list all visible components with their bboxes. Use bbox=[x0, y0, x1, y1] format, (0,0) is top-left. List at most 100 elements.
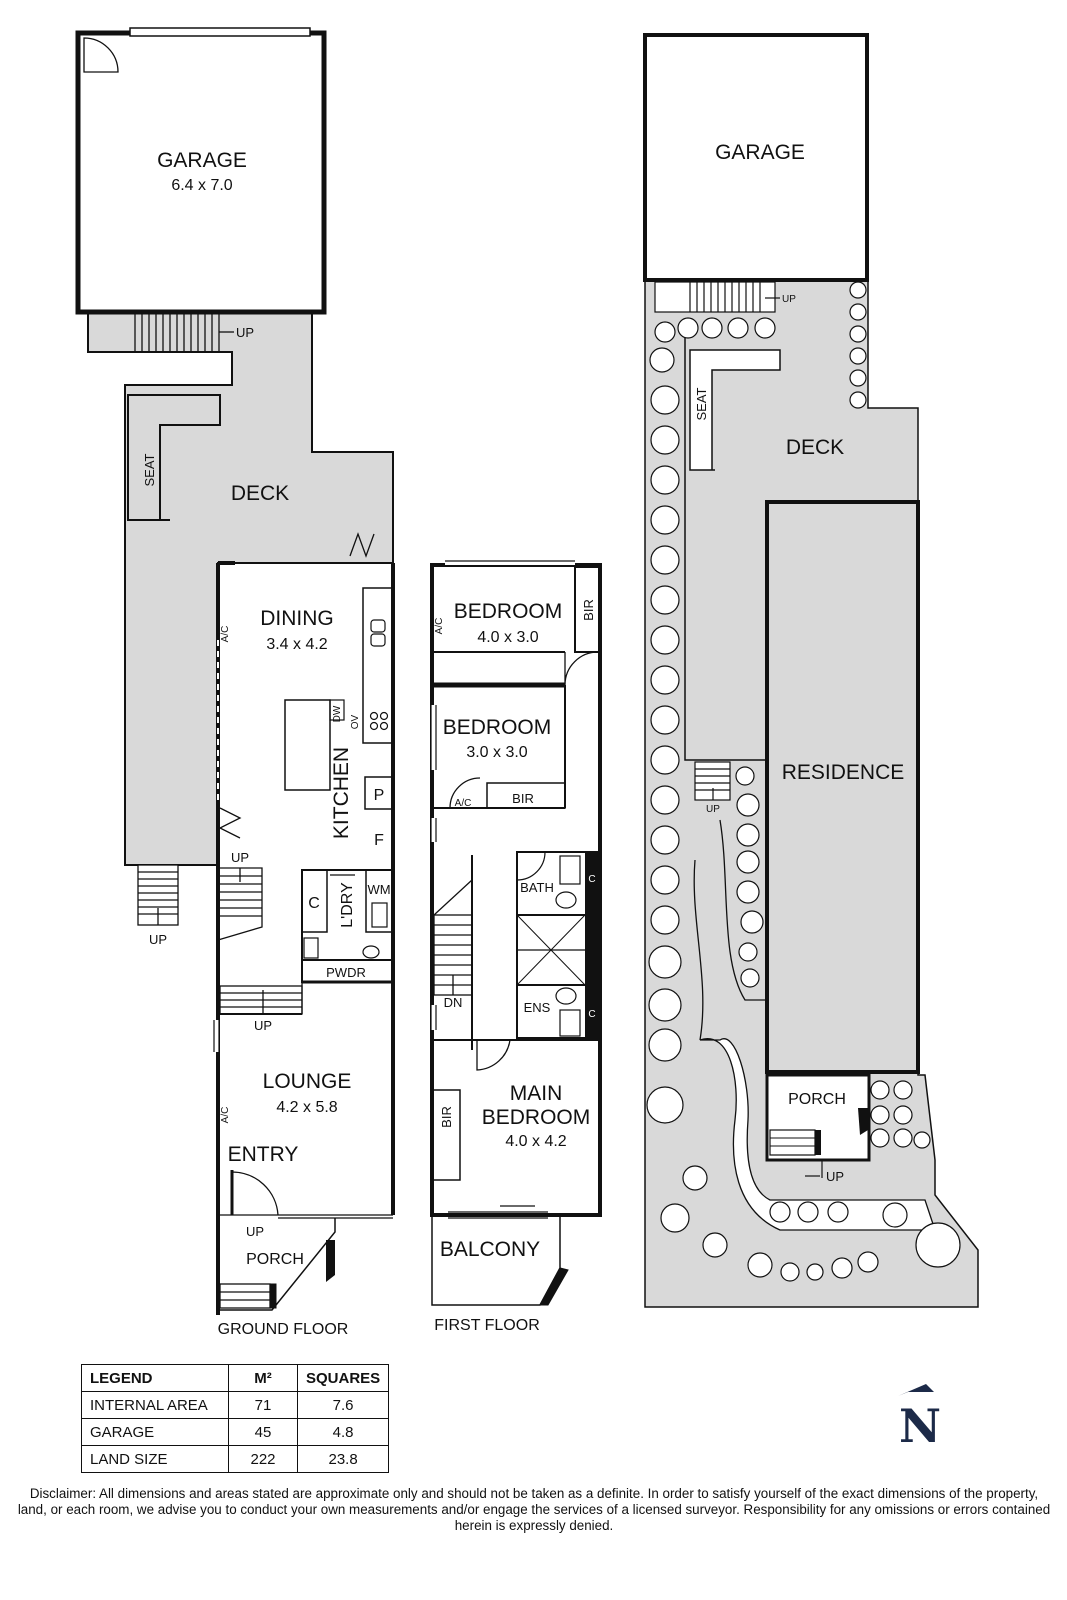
floor-plan-drawing: GARAGE 6.4 x 7.0 UP SEAT DECK DINING 3.4… bbox=[75, 27, 979, 1338]
pantry bbox=[364, 776, 394, 810]
deck-stairs-left bbox=[137, 864, 179, 926]
fridge-label: F bbox=[374, 832, 384, 849]
site-up-garage-label: UP bbox=[782, 294, 796, 305]
lounge-dims: 4.2 x 5.8 bbox=[276, 1099, 337, 1116]
site-up-stairs-label: UP bbox=[706, 804, 720, 815]
ground-up-stairs-label: UP bbox=[231, 850, 249, 865]
site-residence-label: RESIDENCE bbox=[782, 761, 905, 784]
site-path bbox=[699, 1038, 936, 1231]
site-garage-label: GARAGE bbox=[715, 141, 805, 164]
bedroom1-dims: 4.0 x 3.0 bbox=[477, 629, 538, 646]
ground-porch-label: PORCH bbox=[246, 1251, 304, 1268]
dining-dims: 3.4 x 4.2 bbox=[266, 636, 327, 653]
first-floor-stairs bbox=[433, 855, 473, 1050]
legend-squares: 7.6 bbox=[296, 1391, 390, 1419]
legend-m2: 222 bbox=[228, 1445, 298, 1473]
site-seat-label: SEAT bbox=[694, 387, 709, 420]
legend-row: GARAGE 45 4.8 bbox=[81, 1418, 390, 1446]
laundry-label: L'DRY bbox=[339, 882, 356, 928]
legend-m2: 45 bbox=[228, 1418, 298, 1446]
pantry-label: P bbox=[374, 787, 385, 804]
site-plan bbox=[643, 33, 979, 1308]
site-porch-label: PORCH bbox=[788, 1091, 846, 1108]
first-ac-bedroom2: A/C bbox=[455, 798, 472, 809]
ground-seat bbox=[127, 394, 221, 521]
lounge-up-label: UP bbox=[254, 1018, 272, 1033]
legend-header-squares: SQUARES bbox=[296, 1364, 390, 1392]
first-dn-label: DN bbox=[444, 995, 463, 1010]
bedroom2-bir: BIR bbox=[512, 791, 534, 806]
ground-floor-caption: GROUND FLOOR bbox=[218, 1321, 349, 1338]
dining-bifold-door bbox=[218, 807, 242, 839]
legend-header-legend: LEGEND bbox=[81, 1364, 229, 1392]
entry-label: ENTRY bbox=[228, 1143, 299, 1166]
entry-porch bbox=[218, 1170, 393, 1311]
north-arrow-icon: N bbox=[898, 1384, 941, 1453]
wm-label: WM bbox=[367, 882, 390, 897]
ground-house-walls bbox=[216, 561, 395, 1315]
site-residence bbox=[765, 500, 920, 1074]
site-deck-label: DECK bbox=[786, 436, 844, 459]
bedroom2-dims: 3.0 x 3.0 bbox=[466, 744, 527, 761]
legend-row: INTERNAL AREA 71 7.6 bbox=[81, 1391, 390, 1419]
first-floor-plan bbox=[430, 560, 602, 1306]
ground-garage bbox=[75, 30, 327, 315]
kitchen-label: KITCHEN bbox=[330, 747, 353, 839]
bath-ens-block bbox=[516, 851, 601, 1039]
bedroom1-label: BEDROOM bbox=[454, 600, 563, 623]
first-ac-bedroom1: A/C bbox=[434, 618, 445, 635]
dining-label: DINING bbox=[260, 607, 334, 630]
plan-labels: GARAGE 6.4 x 7.0 UP SEAT DECK DINING 3.4… bbox=[142, 141, 904, 1338]
ground-stairs bbox=[217, 867, 393, 1015]
site-up-porch-label: UP bbox=[826, 1169, 844, 1184]
cupboard-label: C bbox=[308, 895, 320, 912]
main-bedroom-bir: BIR bbox=[439, 1106, 454, 1128]
site-garage bbox=[643, 33, 869, 282]
cooktop bbox=[369, 711, 389, 731]
main-bedroom-line1: MAIN bbox=[510, 1082, 563, 1105]
area-legend-table: LEGEND M² SQUARES INTERNAL AREA 71 7.6 G… bbox=[81, 1364, 390, 1473]
lounge-label: LOUNGE bbox=[263, 1070, 352, 1093]
north-letter: N bbox=[899, 1399, 941, 1453]
garage-side-door bbox=[83, 37, 119, 73]
ground-deck-label: DECK bbox=[231, 482, 289, 505]
legend-squares: 4.8 bbox=[296, 1418, 390, 1446]
ens-label: ENS bbox=[524, 1000, 551, 1015]
ground-ac-lounge: A/C bbox=[220, 1107, 231, 1124]
site-trees bbox=[646, 281, 961, 1282]
ground-ac-dining: A/C bbox=[220, 626, 231, 643]
main-bedroom-dims: 4.0 x 4.2 bbox=[505, 1133, 566, 1150]
bedroom1-bir: BIR bbox=[581, 599, 596, 621]
powder-label: PWDR bbox=[326, 965, 366, 980]
first-floor-caption: FIRST FLOOR bbox=[434, 1317, 540, 1334]
balcony-label: BALCONY bbox=[440, 1238, 540, 1261]
legend-header-m2: M² bbox=[228, 1364, 298, 1392]
disclaimer-text: Disclaimer: All dimensions and areas sta… bbox=[17, 1486, 1051, 1533]
legend-row: LAND SIZE 222 23.8 bbox=[81, 1445, 390, 1473]
ground-floor-plan bbox=[75, 27, 395, 1315]
kitchen-bench bbox=[362, 587, 394, 744]
deck-up-label: UP bbox=[149, 932, 167, 947]
ground-garage-label: GARAGE bbox=[157, 149, 247, 172]
kitchen-island bbox=[284, 699, 331, 791]
ground-garage-dims: 6.4 x 7.0 bbox=[171, 177, 232, 194]
dw-label: DW bbox=[332, 705, 343, 722]
ground-seat-label: SEAT bbox=[142, 453, 157, 486]
garage-door bbox=[129, 27, 311, 37]
ens-c-label: C bbox=[588, 1009, 595, 1020]
main-bedroom-line2: BEDROOM bbox=[482, 1106, 591, 1129]
bath-c-label: C bbox=[588, 874, 595, 885]
legend-header-row: LEGEND M² SQUARES bbox=[81, 1364, 390, 1392]
legend-label: GARAGE bbox=[81, 1418, 229, 1446]
bath-label: BATH bbox=[520, 880, 554, 895]
porch-up-label: UP bbox=[246, 1224, 264, 1239]
ground-up-garage-label: UP bbox=[236, 325, 254, 340]
legend-label: INTERNAL AREA bbox=[81, 1391, 229, 1419]
bedroom2-label: BEDROOM bbox=[443, 716, 552, 739]
ov-label: OV bbox=[350, 714, 361, 729]
legend-squares: 23.8 bbox=[296, 1445, 390, 1473]
legend-label: LAND SIZE bbox=[81, 1445, 229, 1473]
garage-stairs bbox=[88, 311, 234, 352]
deck-bifold-door bbox=[349, 532, 375, 558]
legend-m2: 71 bbox=[228, 1391, 298, 1419]
